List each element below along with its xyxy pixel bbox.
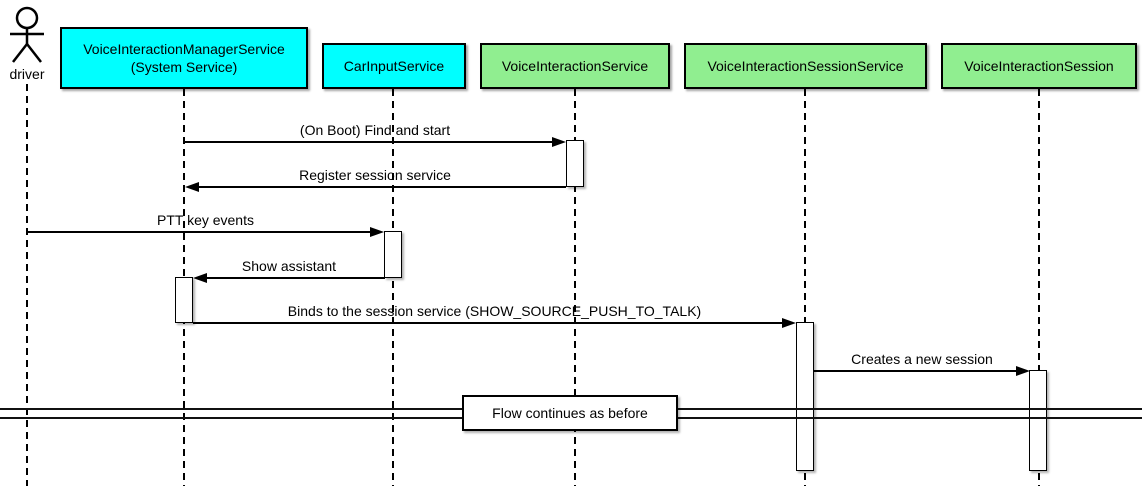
message-line	[814, 370, 1017, 372]
message-line	[193, 322, 783, 324]
lifeline-voice-interaction-session-service	[804, 89, 806, 486]
message-line	[199, 186, 566, 188]
arrowhead-right-icon	[782, 318, 796, 328]
message-label-on-boot-find-and-start: (On Boot) Find and start	[299, 122, 451, 138]
message-label-register-session-service: Register session service	[299, 167, 451, 183]
arrowhead-left-icon	[193, 273, 207, 283]
lifeline-voice-interaction-service	[574, 89, 576, 486]
lifeline-driver	[26, 84, 28, 486]
activation-voice-interaction-session	[1029, 370, 1047, 471]
activation-car-input-service	[384, 231, 402, 278]
message-line	[27, 231, 371, 233]
divider-label: Flow continues as before	[492, 405, 648, 421]
actor-label: driver	[9, 66, 45, 82]
activation-voice-interaction-session-service	[796, 322, 814, 471]
participant-label: VoiceInteractionSession	[964, 58, 1114, 74]
arrowhead-right-icon	[1016, 366, 1030, 376]
message-label-ptt-key-events: PTT key events	[156, 212, 254, 228]
participant-car-input-service: CarInputService	[322, 43, 466, 89]
arrowhead-right-icon	[370, 227, 384, 237]
message-label-show-assistant: Show assistant	[241, 258, 337, 274]
participant-sublabel: (System Service)	[130, 59, 238, 75]
participant-label: CarInputService	[343, 58, 445, 74]
participant-voice-interaction-session: VoiceInteractionSession	[941, 43, 1137, 89]
message-line	[207, 277, 385, 279]
arrowhead-left-icon	[185, 182, 199, 192]
participant-label: VoiceInteractionManagerService	[83, 41, 285, 57]
participant-label: VoiceInteractionService	[501, 58, 649, 74]
message-label-creates-a-new-session: Creates a new session	[851, 351, 993, 367]
lifeline-voice-interaction-session	[1038, 89, 1040, 486]
activation-voice-interaction-service	[566, 140, 584, 187]
lifeline-car-input-service	[392, 89, 394, 486]
arrowhead-right-icon	[552, 137, 566, 147]
participant-voice-interaction-service: VoiceInteractionService	[480, 43, 670, 89]
divider-label-box: Flow continues as before	[462, 395, 678, 431]
message-line	[184, 141, 553, 143]
participant-label: VoiceInteractionSessionService	[707, 58, 904, 74]
activation-voice-interaction-manager-service	[175, 277, 193, 323]
participant-voice-interaction-session-service: VoiceInteractionSessionService	[684, 43, 927, 89]
message-label-binds-to-session-service: Binds to the session service (SHOW_SOURC…	[287, 303, 702, 319]
actor-driver: driver	[0, 6, 54, 82]
participant-voice-interaction-manager-service: VoiceInteractionManagerService (System S…	[60, 27, 308, 89]
person-icon	[10, 6, 44, 63]
